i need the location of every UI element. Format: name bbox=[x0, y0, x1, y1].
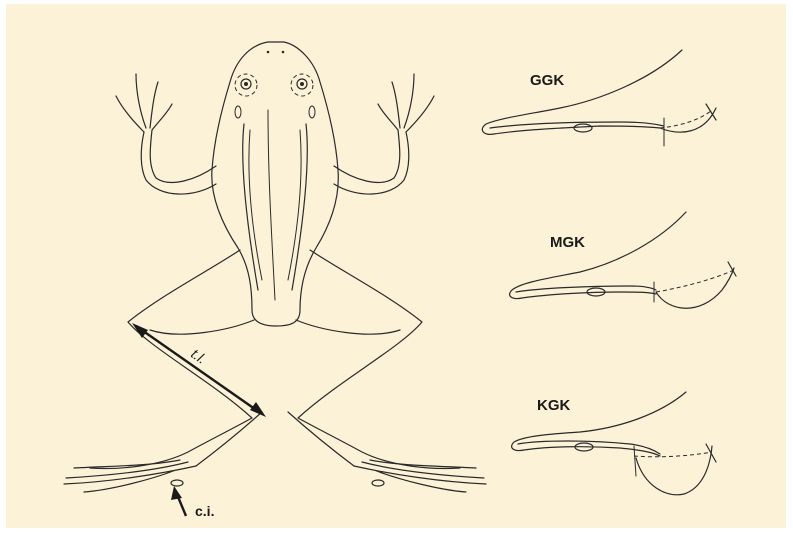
profile-kgk-label: KGK bbox=[537, 397, 571, 414]
nostril-right bbox=[282, 51, 285, 54]
figure-panel bbox=[6, 4, 786, 528]
profile-ggk-label: GGK bbox=[530, 72, 564, 89]
profile-mgk-label: MGK bbox=[550, 234, 585, 251]
nostril-left bbox=[267, 51, 270, 54]
callus-label: c.i. bbox=[195, 503, 214, 519]
